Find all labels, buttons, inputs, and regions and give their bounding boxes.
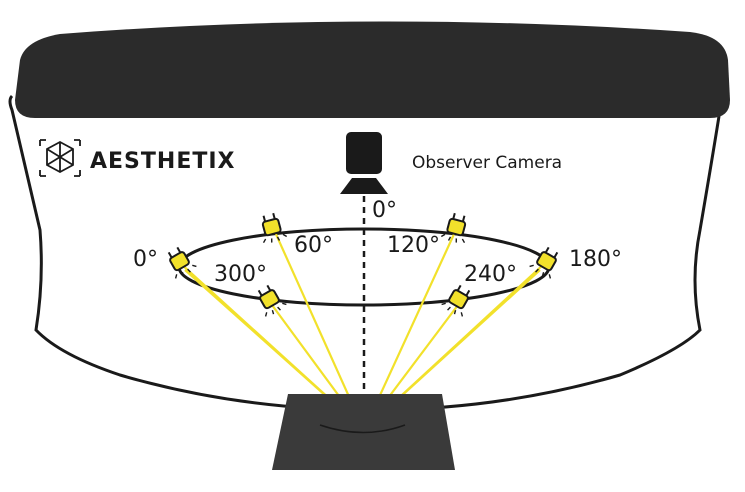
light-label-60: 60° [294, 233, 333, 258]
light-300-icon [257, 284, 287, 317]
light-label-120: 120° [387, 233, 440, 258]
light-120-icon [440, 212, 467, 244]
brand-logo-icon [39, 139, 81, 177]
lights [167, 212, 559, 317]
light-label-240: 240° [464, 262, 517, 287]
light-label-0: 0° [133, 247, 158, 272]
camera-angle-label: 0° [372, 198, 397, 223]
camera-icon [340, 132, 388, 194]
light-label-300: 300° [214, 262, 267, 287]
light-label-180: 180° [569, 247, 622, 272]
brand-name: AESTHETIX [90, 149, 236, 174]
camera-label: Observer Camera [412, 153, 562, 173]
light-60-icon [261, 212, 288, 244]
housing-top [15, 21, 730, 119]
sample-surface [319, 424, 406, 434]
light-240-icon [441, 284, 471, 317]
light-180-icon [529, 246, 559, 279]
light-0-icon [167, 246, 197, 279]
